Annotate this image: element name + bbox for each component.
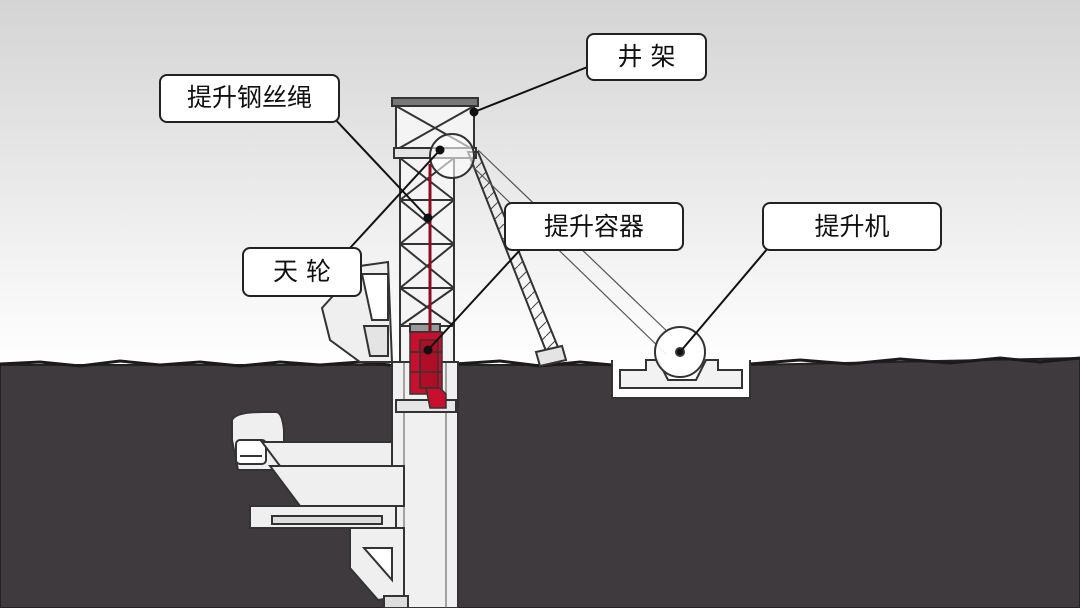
- label-headframe: 井 架: [586, 33, 707, 81]
- hoisting-container: [409, 331, 447, 409]
- surface-bin-building: [320, 260, 394, 363]
- label-rope: 提升钢丝绳: [159, 74, 340, 123]
- label-skip: 提升容器: [504, 202, 684, 251]
- label-hoist-text: 提升机: [814, 212, 889, 241]
- underground-loading-station: [231, 411, 409, 608]
- label-hoist: 提升机: [762, 202, 942, 251]
- headframe-back-leg: [466, 151, 568, 368]
- label-headframe-text: 井 架: [618, 42, 676, 71]
- sheave-wheel: [429, 133, 475, 179]
- leader-lines: [331, 65, 769, 355]
- label-sheave-text: 天 轮: [273, 257, 331, 286]
- ground: [0, 356, 1080, 608]
- label-sheave: 天 轮: [242, 247, 362, 297]
- label-rope-text: 提升钢丝绳: [187, 83, 312, 112]
- label-skip-text: 提升容器: [544, 212, 644, 241]
